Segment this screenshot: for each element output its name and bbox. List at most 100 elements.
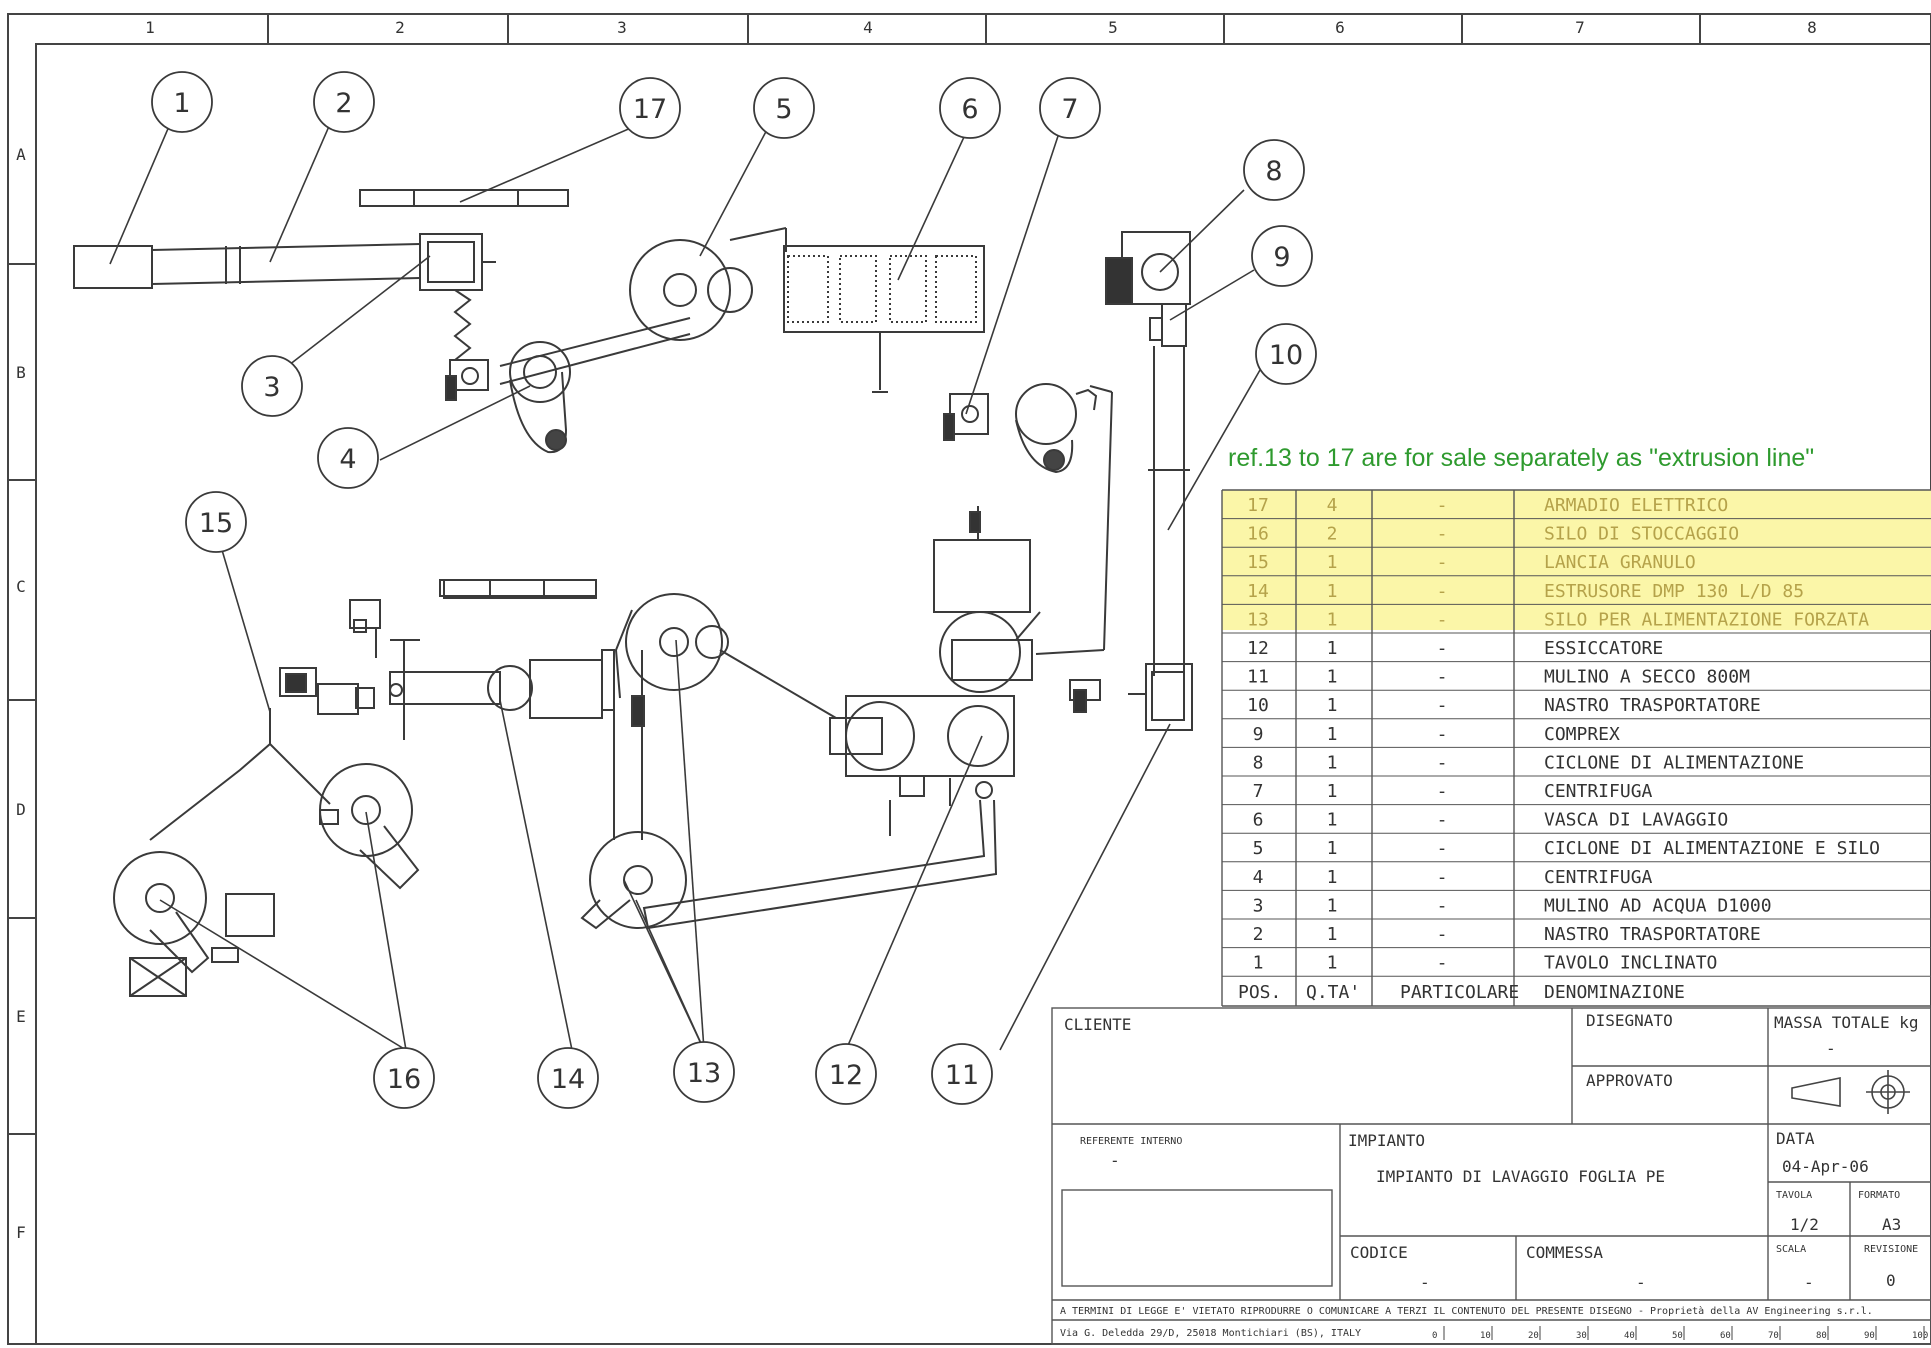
- bom-cell-qty: 1: [1327, 752, 1338, 773]
- scale-tick-label: 80: [1816, 1331, 1827, 1341]
- callout-17: 17: [619, 77, 681, 139]
- bom-cell-pos: 14: [1247, 581, 1269, 602]
- bom-cell-qty: 2: [1327, 524, 1338, 545]
- forced-feed-silo: [580, 593, 837, 930]
- callout-label: 3: [263, 372, 280, 403]
- bom-cell-part: -: [1437, 495, 1448, 516]
- callout-label: 1: [173, 88, 190, 119]
- granule-lance: [149, 599, 381, 841]
- extruder: [389, 579, 615, 740]
- scale-tick-label: 40: [1624, 1331, 1635, 1341]
- scale-tick-label: 90: [1864, 1331, 1875, 1341]
- row-label: E: [16, 1007, 26, 1026]
- bom-cell-name: CENTRIFUGA: [1544, 867, 1653, 888]
- column-label: 6: [1335, 18, 1345, 37]
- bom-cell-pos: 7: [1253, 781, 1264, 802]
- callout-label: 14: [551, 1064, 585, 1095]
- massa-label: MASSA TOTALE kg: [1774, 1013, 1919, 1032]
- row-label: A: [16, 145, 26, 164]
- callout-label: 2: [335, 88, 352, 119]
- bom-header-pos: POS.: [1238, 982, 1281, 1003]
- callout-label: 12: [829, 1060, 863, 1091]
- scale-tick-label: 20: [1528, 1331, 1539, 1341]
- inclined-table: [73, 245, 153, 289]
- bom-cell-pos: 1: [1253, 953, 1264, 974]
- data-value: 04-Apr-06: [1782, 1157, 1869, 1176]
- callout-1: 1: [151, 71, 213, 133]
- centrifuge-4: [509, 341, 571, 454]
- bom-cell-qty: 1: [1327, 810, 1338, 831]
- bom-header-name: DENOMINAZIONE: [1544, 982, 1685, 1003]
- callout-4: 4: [317, 427, 379, 489]
- bom-cell-part: -: [1437, 581, 1448, 602]
- bom-cell-name: MULINO A SECCO 800M: [1544, 667, 1750, 688]
- title-block: CLIENTE DISEGNATO APPROVATO MASSA TOTALE…: [1051, 1007, 1931, 1345]
- scala-value: -: [1804, 1273, 1814, 1292]
- bom-cell-qty: 4: [1327, 495, 1338, 516]
- bom-cell-name: SILO DI STOCCAGGIO: [1544, 524, 1739, 545]
- bom-cell-qty: 1: [1327, 867, 1338, 888]
- bom-cell-part: -: [1437, 724, 1448, 745]
- codice-label: CODICE: [1350, 1243, 1408, 1262]
- washing-tank: [783, 245, 985, 393]
- leader-lines: [109, 123, 1261, 1051]
- scale-tick-label: 50: [1672, 1331, 1683, 1341]
- column-label: 3: [617, 18, 627, 37]
- callout-14: 14: [537, 1047, 599, 1109]
- column-label: 4: [863, 18, 873, 37]
- bom-cell-pos: 17: [1247, 495, 1269, 516]
- callout-7: 7: [1039, 77, 1101, 139]
- callout-9: 9: [1251, 225, 1313, 287]
- bom-cell-pos: 15: [1247, 552, 1269, 573]
- bom-cell-qty: 1: [1327, 953, 1338, 974]
- disegnato-label: DISEGNATO: [1586, 1011, 1673, 1030]
- bom-cell-qty: 1: [1327, 724, 1338, 745]
- row-labels: A B C D E F: [16, 145, 26, 1242]
- callout-label: 4: [339, 444, 356, 475]
- bom-cell-qty: 1: [1327, 552, 1338, 573]
- bom-cell-name: ARMADIO ELETTRICO: [1544, 495, 1728, 516]
- row-label: B: [16, 363, 26, 382]
- bom-cell-name: MULINO AD ACQUA D1000: [1544, 895, 1772, 916]
- row-label: C: [16, 577, 26, 596]
- callout-label: 15: [199, 508, 233, 539]
- callout-11: 11: [931, 1043, 993, 1105]
- referente-value: -: [1110, 1151, 1120, 1170]
- drawing-frame: [7, 13, 1931, 1345]
- cliente-label: CLIENTE: [1064, 1015, 1131, 1034]
- column-label: 1: [145, 18, 155, 37]
- bom-cell-qty: 1: [1327, 581, 1338, 602]
- bom-cell-part: -: [1437, 695, 1448, 716]
- data-label: DATA: [1776, 1129, 1815, 1148]
- callout-label: 6: [961, 94, 978, 125]
- callout-label: 8: [1265, 156, 1282, 187]
- dry-mill: [1069, 663, 1193, 731]
- massa-value: -: [1826, 1039, 1836, 1058]
- approvato-label: APPROVATO: [1586, 1071, 1673, 1090]
- revisione-label: REVISIONE: [1864, 1244, 1918, 1255]
- bom-cell-part: -: [1437, 638, 1448, 659]
- bom-cell-pos: 3: [1253, 895, 1264, 916]
- callout-12: 12: [815, 1043, 877, 1105]
- callout-5: 5: [753, 77, 815, 139]
- bom-cell-name: NASTRO TRASPORTATORE: [1544, 924, 1761, 945]
- bom-cell-part: -: [1437, 552, 1448, 573]
- callout-label: 17: [633, 94, 667, 125]
- impianto-label: IMPIANTO: [1348, 1131, 1425, 1150]
- scale-tick-label: 100: [1912, 1331, 1928, 1341]
- callout-6: 6: [939, 77, 1001, 139]
- callout-10: 10: [1255, 323, 1317, 385]
- bom-cell-name: SILO PER ALIMENTAZIONE FORZATA: [1544, 609, 1869, 630]
- callout-label: 9: [1273, 242, 1290, 273]
- scale-tick-label: 70: [1768, 1331, 1779, 1341]
- scale-tick-label: 10: [1480, 1331, 1491, 1341]
- tavola-value: 1/2: [1790, 1215, 1819, 1234]
- callout-2: 2: [313, 71, 375, 133]
- column-labels: 1 2 3 4 5 6 7 8: [145, 18, 1817, 37]
- bom-cell-pos: 9: [1253, 724, 1264, 745]
- callout-3: 3: [241, 355, 303, 417]
- bom-cell-qty: 1: [1327, 895, 1338, 916]
